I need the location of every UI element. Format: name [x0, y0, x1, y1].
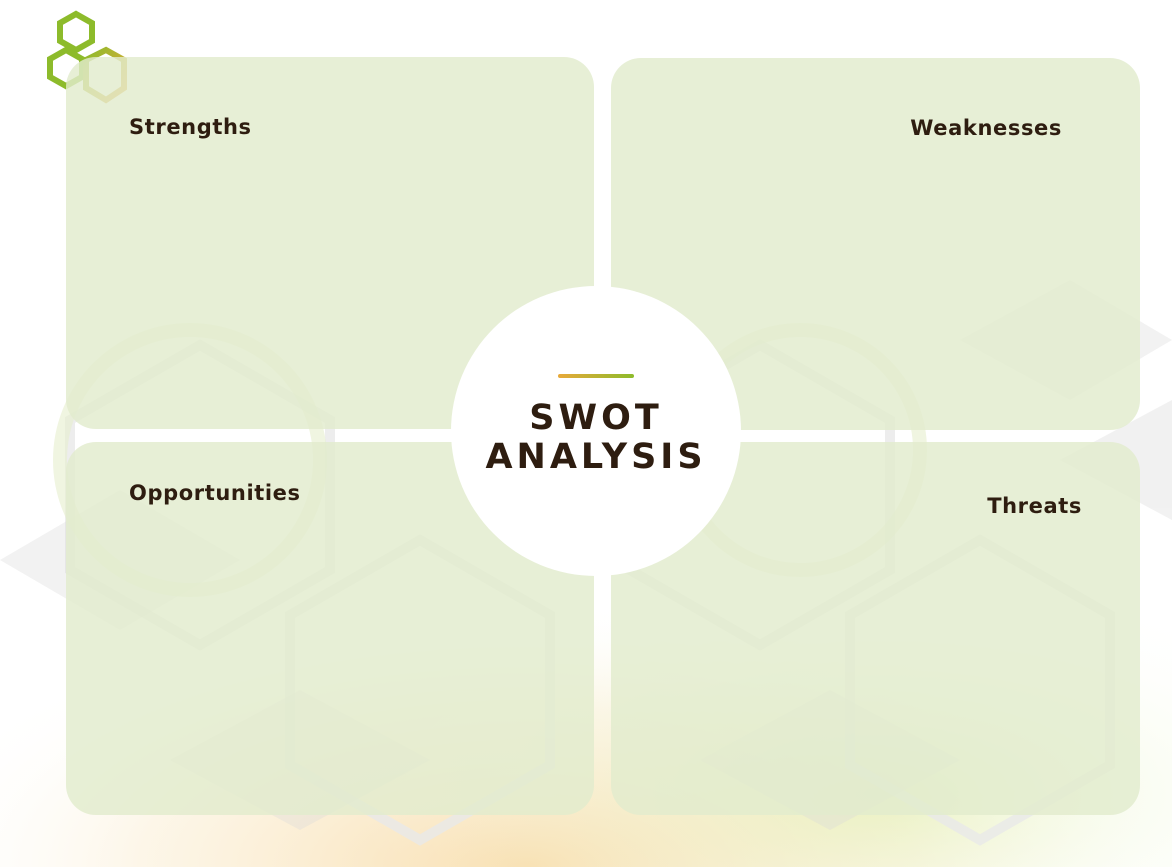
title-line-2: ANALYSIS	[485, 437, 707, 477]
threats-label: Threats	[987, 494, 1082, 518]
accent-line	[558, 374, 634, 378]
center-title-circle: SWOT ANALYSIS	[451, 286, 741, 576]
strengths-label: Strengths	[129, 115, 252, 139]
weaknesses-label: Weaknesses	[910, 116, 1062, 140]
title-line-1: SWOT	[529, 398, 663, 438]
opportunities-label: Opportunities	[129, 481, 301, 505]
